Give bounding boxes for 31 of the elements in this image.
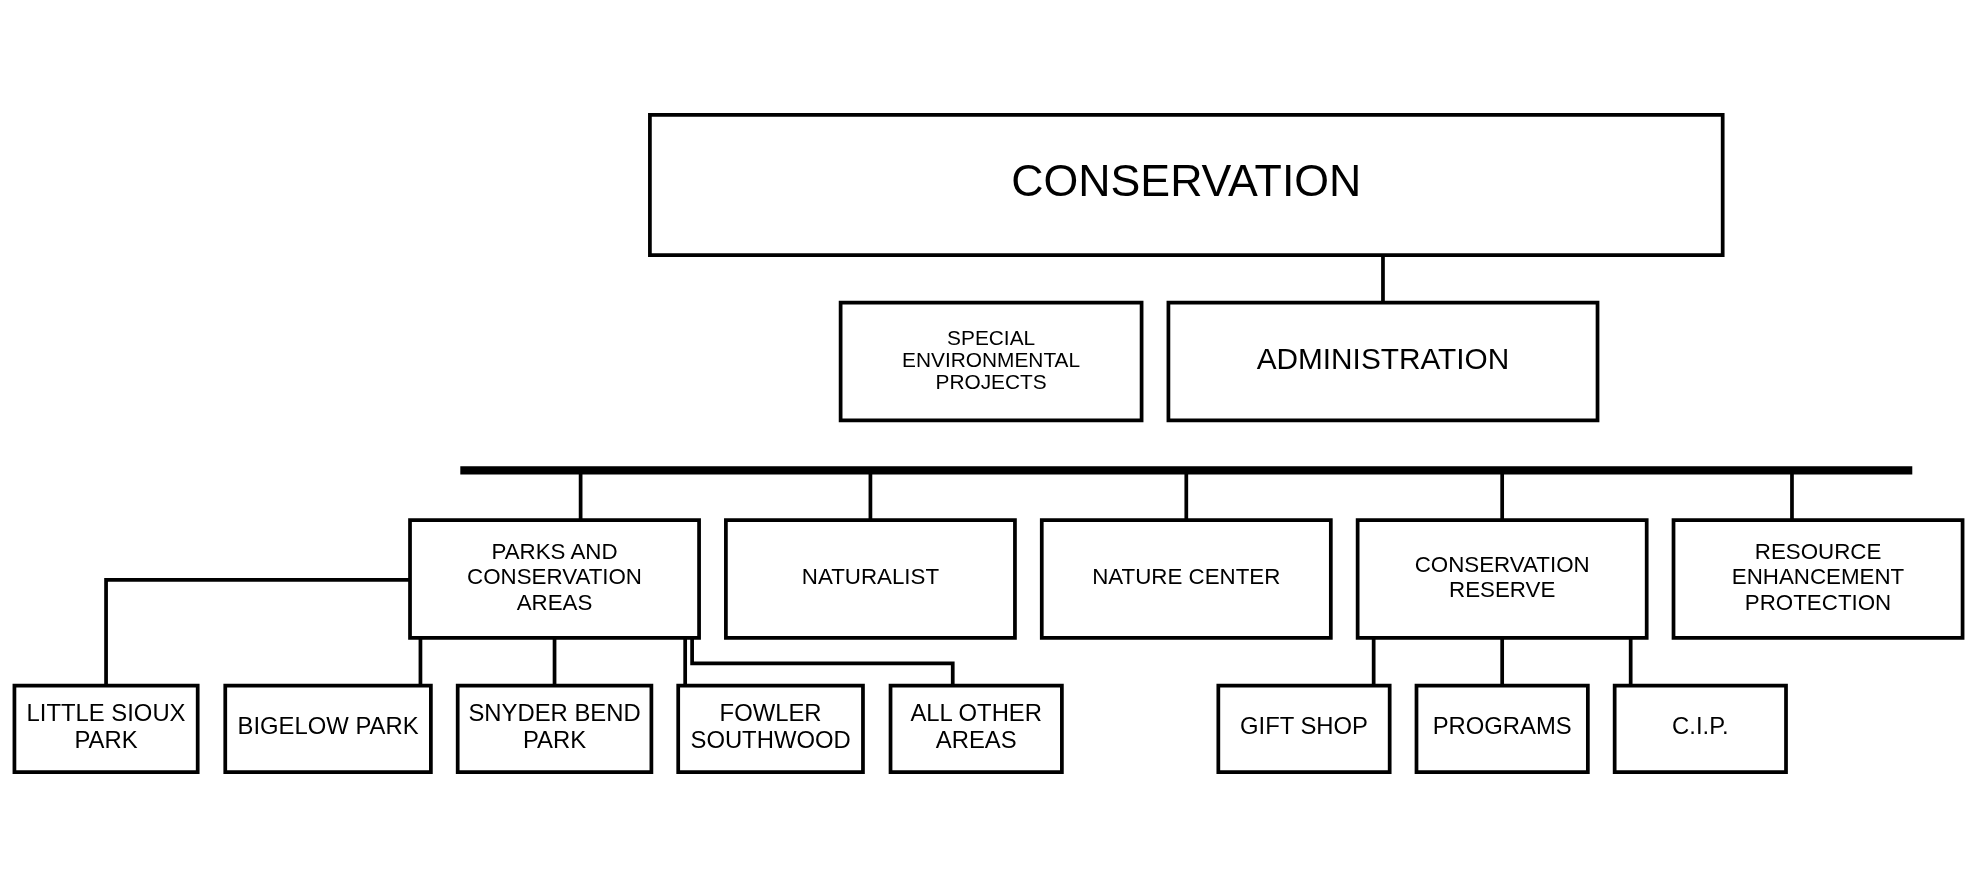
node-box: LITTLE SIOUX PARK — [12, 683, 200, 774]
node-box: ADMINISTRATION — [1166, 300, 1600, 422]
connector — [868, 472, 873, 520]
node-bar — [460, 465, 1913, 474]
node-box: CONSERVATION — [648, 112, 1725, 257]
connector — [104, 577, 410, 685]
node-box: GIFT SHOP — [1216, 683, 1392, 774]
node-box: NATURALIST — [724, 517, 1017, 640]
node-box: RESOURCE ENHANCEMENT PROTECTION — [1671, 517, 1965, 640]
connector — [578, 472, 583, 520]
connector — [1500, 637, 1505, 685]
connector — [1371, 637, 1376, 685]
connector — [683, 637, 688, 685]
connector — [552, 637, 557, 685]
connector — [418, 637, 423, 685]
connector — [1184, 472, 1189, 520]
node-box: CONSERVATION RESERVE — [1355, 517, 1649, 640]
node-box: BIGELOW PARK — [223, 683, 433, 774]
connector — [1628, 637, 1633, 685]
connector — [1500, 472, 1505, 520]
node-box: SPECIAL ENVIRONMENTAL PROJECTS — [838, 300, 1144, 422]
connector — [1790, 472, 1794, 520]
node-box: C.I.P. — [1612, 683, 1788, 774]
node-box: SNYDER BEND PARK — [455, 683, 654, 774]
node-box: NATURE CENTER — [1039, 517, 1333, 640]
node-box: ALL OTHER AREAS — [888, 683, 1064, 774]
node-box: PROGRAMS — [1414, 683, 1590, 774]
connector — [690, 637, 955, 685]
node-box: PARKS AND CONSERVATION AREAS — [408, 517, 701, 640]
connector — [1381, 254, 1385, 302]
node-box: FOWLER SOUTHWOOD — [676, 683, 865, 774]
